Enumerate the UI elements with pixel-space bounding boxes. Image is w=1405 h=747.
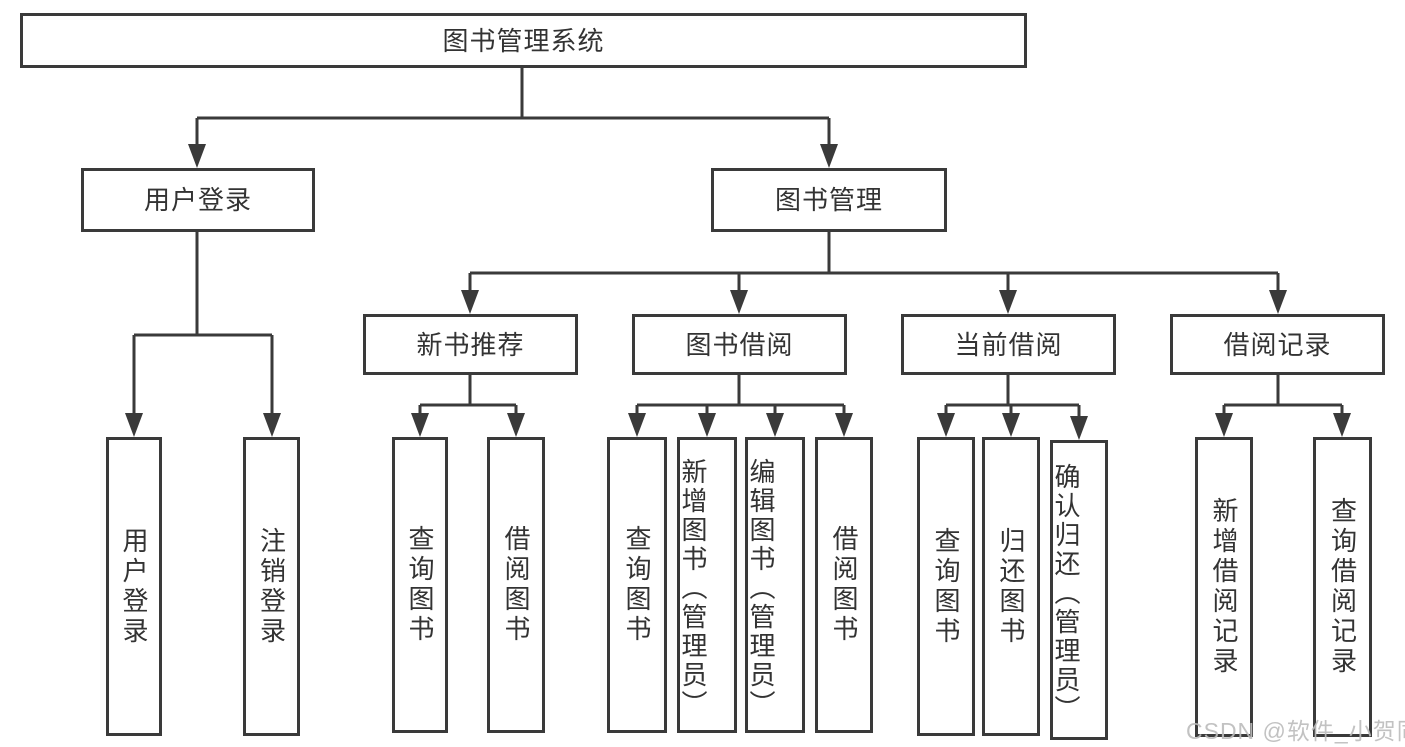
arrowhead bbox=[461, 290, 479, 314]
connector-borrow-records bbox=[1215, 375, 1351, 437]
leaf-records-add-label: 新增借阅记录 bbox=[1209, 497, 1239, 677]
arrowhead bbox=[999, 290, 1017, 314]
arrowhead bbox=[1002, 413, 1020, 437]
arrowhead bbox=[263, 413, 281, 437]
arrowhead bbox=[507, 413, 525, 437]
arrowhead bbox=[835, 413, 853, 437]
node-current-borrow-label: 当前借阅 bbox=[954, 329, 1063, 360]
node-new-books: 新书推荐 bbox=[363, 314, 578, 375]
arrowhead bbox=[698, 413, 716, 437]
leaf-user-login-label: 用户登录 bbox=[119, 526, 149, 647]
leaf-borrow-edit-admin-label: 编辑图书（管理员） bbox=[746, 458, 776, 719]
leaf-current-query-label: 查询图书 bbox=[931, 526, 961, 647]
node-book-mgmt: 图书管理 bbox=[711, 168, 947, 232]
node-book-mgmt-label: 图书管理 bbox=[774, 185, 883, 215]
leaf-current-query: 查询图书 bbox=[917, 437, 975, 736]
leaf-records-query: 查询借阅记录 bbox=[1313, 437, 1372, 737]
arrowhead bbox=[411, 413, 429, 437]
node-user-login: 用户登录 bbox=[81, 168, 315, 232]
leaf-newbooks-query: 查询图书 bbox=[392, 437, 448, 733]
leaf-borrow-add-admin-label: 新增图书（管理员） bbox=[678, 458, 708, 719]
leaf-newbooks-borrow-label: 借阅图书 bbox=[501, 525, 531, 645]
leaf-current-return-label: 归还图书 bbox=[996, 526, 1026, 647]
arrowhead bbox=[1333, 413, 1351, 437]
leaf-newbooks-borrow: 借阅图书 bbox=[487, 437, 545, 733]
arrowhead bbox=[1070, 416, 1088, 440]
leaf-current-confirm-admin-label: 确认归还（管理员） bbox=[1051, 463, 1081, 724]
leaf-newbooks-query-label: 查询图书 bbox=[405, 525, 435, 645]
node-book-borrow: 图书借阅 bbox=[632, 314, 847, 375]
leaf-records-query-label: 查询借阅记录 bbox=[1327, 497, 1358, 677]
connector-book-mgmt bbox=[461, 232, 1287, 314]
node-borrow-records: 借阅记录 bbox=[1170, 314, 1385, 375]
arrowhead bbox=[125, 413, 143, 437]
leaf-borrow-borrow: 借阅图书 bbox=[815, 437, 873, 733]
arrowhead bbox=[1215, 413, 1233, 437]
connector-new-books bbox=[411, 375, 525, 437]
leaf-current-return: 归还图书 bbox=[982, 437, 1040, 736]
watermark: CSDN @软件_小贺同学 bbox=[1186, 718, 1405, 744]
connector-user-login bbox=[125, 232, 281, 437]
node-user-login-label: 用户登录 bbox=[143, 185, 252, 215]
node-borrow-records-label: 借阅记录 bbox=[1223, 329, 1332, 360]
leaf-user-login: 用户登录 bbox=[106, 437, 162, 736]
leaf-borrow-borrow-label: 借阅图书 bbox=[829, 525, 859, 645]
leaf-borrow-edit-admin: 编辑图书（管理员） bbox=[745, 437, 805, 733]
arrowhead bbox=[820, 144, 838, 168]
connector-root bbox=[188, 68, 838, 168]
leaf-records-add: 新增借阅记录 bbox=[1195, 437, 1253, 737]
node-book-borrow-label: 图书借阅 bbox=[685, 329, 794, 360]
leaf-logout: 注销登录 bbox=[243, 437, 300, 736]
node-root-label: 图书管理系统 bbox=[442, 25, 605, 56]
arrowhead bbox=[188, 144, 206, 168]
connector-book-borrow bbox=[628, 375, 853, 437]
leaf-logout-label: 注销登录 bbox=[256, 526, 287, 647]
node-new-books-label: 新书推荐 bbox=[416, 329, 525, 360]
leaf-current-confirm-admin: 确认归还（管理员） bbox=[1050, 440, 1108, 740]
node-current-borrow: 当前借阅 bbox=[901, 314, 1116, 375]
arrowhead bbox=[730, 290, 748, 314]
leaf-borrow-query: 查询图书 bbox=[607, 437, 667, 733]
arrowhead bbox=[766, 413, 784, 437]
node-root: 图书管理系统 bbox=[20, 13, 1027, 68]
arrowhead bbox=[937, 413, 955, 437]
leaf-borrow-query-label: 查询图书 bbox=[622, 525, 652, 645]
arrowhead bbox=[628, 413, 646, 437]
leaf-borrow-add-admin: 新增图书（管理员） bbox=[677, 437, 737, 733]
arrowhead bbox=[1269, 290, 1287, 314]
connector-current-borrow bbox=[937, 375, 1088, 440]
